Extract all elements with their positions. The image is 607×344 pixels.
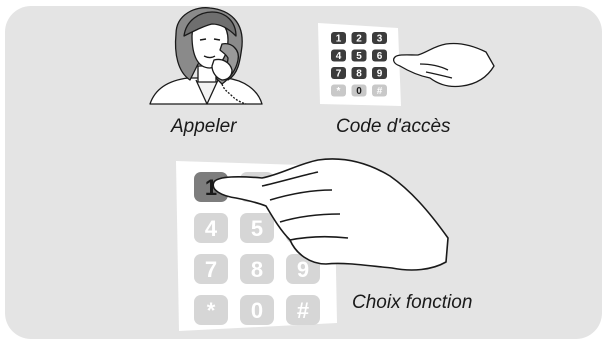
key-8-button	[240, 254, 274, 284]
caption-call: Appeler	[171, 116, 237, 137]
key-4-button	[331, 49, 346, 62]
woman-on-phone-icon	[149, 7, 263, 105]
pointing-hand-icon	[212, 158, 449, 271]
key-8-label: 8	[356, 69, 362, 80]
key-8-label: 8	[251, 257, 263, 282]
key-hash-button	[372, 84, 387, 97]
key-star-label: *	[207, 298, 216, 323]
key-hash-label: #	[377, 86, 383, 97]
key-hash-label: #	[297, 298, 309, 323]
key-4-button	[194, 213, 228, 243]
key-7-button	[331, 67, 346, 79]
key-0-button	[240, 295, 274, 325]
key-0-button	[351, 84, 367, 97]
key-5-label: 5	[356, 51, 362, 62]
key-9-label: 9	[377, 69, 383, 80]
key-5-button	[351, 49, 367, 62]
key-5-label: 5	[251, 216, 263, 241]
key-9-label: 9	[297, 257, 309, 282]
key-6-button	[372, 49, 387, 62]
key-5-button	[240, 213, 274, 243]
key-hash-button	[286, 295, 320, 325]
key-6-label: 6	[377, 51, 383, 62]
caption-access-code: Code d'accès	[336, 116, 451, 137]
key-0-label: 0	[251, 298, 263, 323]
key-4-label: 4	[336, 51, 342, 62]
key-star-button	[194, 295, 228, 325]
key-1-label: 1	[336, 34, 342, 45]
key-4-label: 4	[205, 216, 218, 241]
key-star-button	[331, 84, 346, 97]
key-3-label: 3	[377, 34, 383, 45]
key-9-button	[372, 67, 387, 79]
key-star-label: *	[337, 86, 341, 97]
key-2-label: 2	[356, 34, 362, 45]
key-7-label: 7	[205, 257, 217, 282]
pointing-hand-icon	[393, 42, 495, 88]
key-7-button	[194, 254, 228, 284]
key-2-button	[351, 32, 367, 44]
key-1-button	[331, 32, 346, 44]
caption-function-choice: Choix fonction	[352, 292, 473, 313]
key-8-button	[351, 67, 367, 79]
key-3-button	[372, 32, 387, 44]
key-7-label: 7	[336, 69, 342, 80]
key-0-label: 0	[356, 86, 362, 97]
